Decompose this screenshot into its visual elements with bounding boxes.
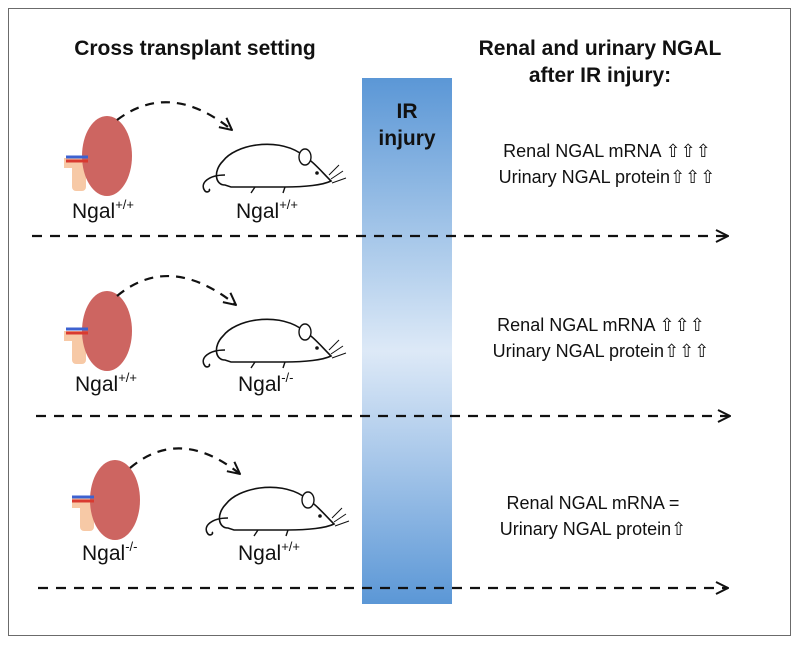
transplant-arrow	[129, 447, 240, 474]
row-3-result: Renal NGAL mRNA = Urinary NGAL protein⇧	[448, 490, 738, 542]
genotype-superscript: +/+	[115, 197, 134, 212]
row-3	[38, 447, 728, 588]
genotype-superscript: -/-	[281, 370, 294, 385]
genotype-base: Ngal	[82, 542, 126, 565]
genotype-superscript: +/+	[118, 370, 137, 385]
row-1	[32, 101, 728, 236]
genotype-superscript: +/+	[281, 539, 300, 554]
ir-injury-band	[362, 78, 452, 604]
mouse-icon	[202, 143, 347, 194]
recipient-genotype-label: Ngal+/+	[236, 197, 298, 226]
genotype-base: Ngal	[238, 542, 282, 565]
recipient-genotype-label: Ngal-/-	[238, 370, 294, 399]
renal-ngal-mrna-result: Renal NGAL mRNA ⇧⇧⇧	[497, 315, 705, 335]
row-1-result: Renal NGAL mRNA ⇧⇧⇧ Urinary NGAL protein…	[462, 138, 752, 190]
kidney-icon	[72, 460, 140, 540]
genotype-base: Ngal	[238, 373, 282, 396]
mouse-icon	[205, 486, 350, 537]
ngal-results-header: Renal and urinary NGAL after IR injury:	[440, 35, 760, 89]
genotype-superscript: -/-	[125, 539, 138, 554]
ngal-results-header-line1: Renal and urinary NGAL	[478, 37, 722, 60]
kidney-icon	[64, 116, 132, 196]
row-2-result: Renal NGAL mRNA ⇧⇧⇧ Urinary NGAL protein…	[456, 312, 746, 364]
ir-injury-label-line2: injury	[378, 127, 436, 150]
genotype-base: Ngal	[72, 200, 116, 223]
kidney-icon	[64, 291, 132, 371]
cross-transplant-header: Cross transplant setting	[74, 37, 316, 60]
transplant-arrow	[116, 275, 236, 305]
urinary-ngal-protein-result: Urinary NGAL protein⇧⇧⇧	[492, 341, 710, 361]
urinary-ngal-protein-result: Urinary NGAL protein⇧⇧⇧	[498, 167, 716, 187]
genotype-base: Ngal	[236, 200, 280, 223]
donor-genotype-label: Ngal-/-	[82, 539, 138, 568]
donor-genotype-label: Ngal+/+	[75, 370, 137, 399]
renal-ngal-mrna-result: Renal NGAL mRNA =	[506, 493, 680, 513]
renal-ngal-mrna-result: Renal NGAL mRNA ⇧⇧⇧	[503, 141, 711, 161]
donor-genotype-label: Ngal+/+	[72, 197, 134, 226]
genotype-superscript: +/+	[279, 197, 298, 212]
ir-injury-label-line1: IR	[396, 100, 418, 123]
figure-frame	[8, 8, 791, 636]
recipient-genotype-label: Ngal+/+	[238, 539, 300, 568]
ir-injury-label: IR injury	[362, 98, 452, 152]
row-2	[36, 275, 730, 416]
mouse-icon	[202, 318, 347, 369]
transplant-arrow	[116, 101, 232, 130]
genotype-base: Ngal	[75, 373, 119, 396]
urinary-ngal-protein-result: Urinary NGAL protein⇧	[499, 519, 687, 539]
ngal-results-header-line2: after IR injury:	[528, 64, 672, 87]
